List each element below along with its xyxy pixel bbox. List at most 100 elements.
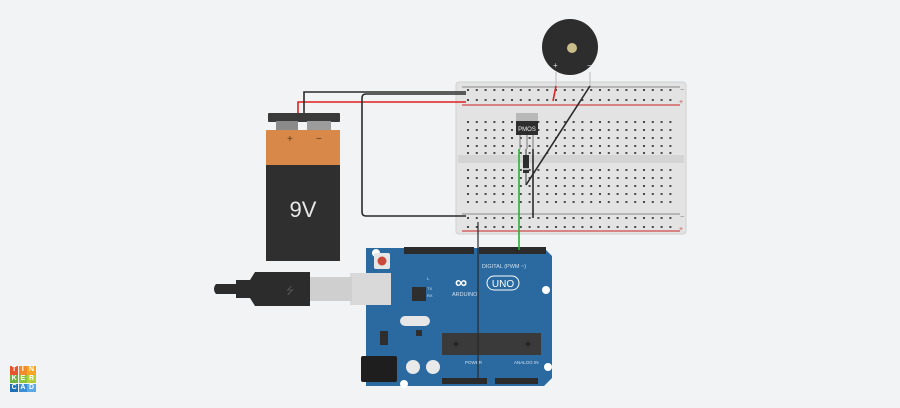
breadboard-hole[interactable] — [669, 177, 672, 179]
breadboard-hole[interactable] — [467, 169, 469, 171]
breadboard-hole[interactable] — [546, 201, 549, 203]
breadboard-hole[interactable] — [660, 177, 663, 179]
breadboard-hole[interactable] — [484, 89, 487, 91]
breadboard-hole[interactable] — [555, 193, 557, 195]
breadboard-hole[interactable] — [563, 137, 566, 139]
breadboard-hole[interactable] — [590, 217, 593, 219]
breadboard-hole[interactable] — [511, 169, 513, 171]
breadboard-hole[interactable] — [581, 145, 584, 147]
breadboard-hole[interactable] — [537, 226, 540, 228]
breadboard[interactable]: − + − + — [455, 81, 687, 235]
breadboard-hole[interactable] — [599, 137, 601, 139]
breadboard-hole[interactable] — [502, 217, 505, 219]
breadboard-hole[interactable] — [537, 152, 540, 154]
breadboard-hole[interactable] — [590, 89, 593, 91]
breadboard-hole[interactable] — [607, 177, 610, 179]
breadboard-hole[interactable] — [607, 226, 610, 228]
breadboard-hole[interactable] — [484, 129, 487, 131]
wire-battery-plus[interactable] — [297, 101, 466, 113]
breadboard-hole[interactable] — [634, 99, 637, 101]
breadboard-hole[interactable] — [572, 177, 575, 179]
breadboard-hole[interactable] — [519, 137, 522, 139]
breadboard-hole[interactable] — [502, 129, 505, 131]
breadboard-hole[interactable] — [563, 169, 566, 171]
breadboard-hole[interactable] — [519, 201, 522, 203]
breadboard-hole[interactable] — [467, 217, 469, 219]
breadboard-hole[interactable] — [519, 169, 522, 171]
wire-ground-loop[interactable] — [361, 93, 466, 217]
breadboard-hole[interactable] — [616, 169, 619, 171]
breadboard-hole[interactable] — [563, 185, 566, 187]
breadboard-hole[interactable] — [467, 137, 469, 139]
breadboard-hole[interactable] — [519, 185, 522, 187]
breadboard-hole[interactable] — [563, 121, 566, 123]
breadboard-hole[interactable] — [634, 193, 637, 195]
piezo-buzzer[interactable]: + − — [542, 19, 598, 86]
breadboard-hole[interactable] — [493, 89, 496, 91]
breadboard-hole[interactable] — [475, 121, 478, 123]
breadboard-hole[interactable] — [651, 152, 654, 154]
breadboard-hole[interactable] — [511, 121, 513, 123]
breadboard-hole[interactable] — [599, 152, 601, 154]
breadboard-hole[interactable] — [572, 152, 575, 154]
breadboard-hole[interactable] — [555, 185, 557, 187]
wire-battery-minus[interactable] — [303, 91, 466, 113]
breadboard-hole[interactable] — [475, 185, 478, 187]
breadboard-hole[interactable] — [546, 89, 549, 91]
breadboard-hole[interactable] — [599, 193, 601, 195]
breadboard-hole[interactable] — [599, 129, 601, 131]
breadboard-hole[interactable] — [511, 152, 513, 154]
breadboard-hole[interactable] — [572, 99, 575, 101]
breadboard-hole[interactable] — [502, 201, 505, 203]
breadboard-hole[interactable] — [590, 226, 593, 228]
header-analog[interactable] — [495, 378, 538, 384]
breadboard-hole[interactable] — [555, 226, 557, 228]
breadboard-hole[interactable] — [643, 185, 645, 187]
breadboard-hole[interactable] — [651, 137, 654, 139]
breadboard-hole[interactable] — [669, 193, 672, 195]
breadboard-hole[interactable] — [502, 152, 505, 154]
breadboard-hole[interactable] — [537, 177, 540, 179]
breadboard-hole[interactable] — [493, 185, 496, 187]
breadboard-hole[interactable] — [669, 169, 672, 171]
battery-terminal-minus[interactable] — [307, 121, 331, 130]
wire-buzzer-minus[interactable] — [525, 85, 591, 186]
breadboard-hole[interactable] — [511, 201, 513, 203]
breadboard-hole[interactable] — [484, 177, 487, 179]
breadboard-hole[interactable] — [537, 99, 540, 101]
breadboard-hole[interactable] — [493, 177, 496, 179]
breadboard-hole[interactable] — [546, 99, 549, 101]
breadboard-hole[interactable] — [572, 129, 575, 131]
breadboard-hole[interactable] — [669, 137, 672, 139]
breadboard-hole[interactable] — [528, 137, 531, 139]
breadboard-hole[interactable] — [572, 217, 575, 219]
breadboard-hole[interactable] — [643, 145, 645, 147]
breadboard-hole[interactable] — [669, 99, 672, 101]
breadboard-hole[interactable] — [660, 152, 663, 154]
breadboard-hole[interactable] — [528, 99, 531, 101]
breadboard-hole[interactable] — [607, 89, 610, 91]
breadboard-hole[interactable] — [581, 152, 584, 154]
breadboard-hole[interactable] — [599, 121, 601, 123]
breadboard-hole[interactable] — [651, 121, 654, 123]
breadboard-hole[interactable] — [528, 152, 531, 154]
breadboard-hole[interactable] — [511, 217, 513, 219]
breadboard-hole[interactable] — [590, 129, 593, 131]
breadboard-hole[interactable] — [581, 89, 584, 91]
breadboard-hole[interactable] — [643, 193, 645, 195]
breadboard-hole[interactable] — [467, 145, 469, 147]
breadboard-hole[interactable] — [607, 99, 610, 101]
arduino-uno[interactable]: DIGITAL (PWM ~) ∞ ARDUINO UNO L TX RX PO… — [350, 247, 552, 388]
breadboard-hole[interactable] — [643, 177, 645, 179]
breadboard-hole[interactable] — [607, 217, 610, 219]
breadboard-hole[interactable] — [563, 99, 566, 101]
breadboard-hole[interactable] — [519, 99, 522, 101]
pmos-transistor[interactable]: PMOS — [516, 113, 538, 149]
breadboard-hole[interactable] — [555, 99, 557, 101]
breadboard-hole[interactable] — [467, 152, 469, 154]
breadboard-hole[interactable] — [475, 152, 478, 154]
breadboard-hole[interactable] — [572, 201, 575, 203]
breadboard-hole[interactable] — [502, 99, 505, 101]
breadboard-hole[interactable] — [493, 226, 496, 228]
breadboard-hole[interactable] — [493, 99, 496, 101]
